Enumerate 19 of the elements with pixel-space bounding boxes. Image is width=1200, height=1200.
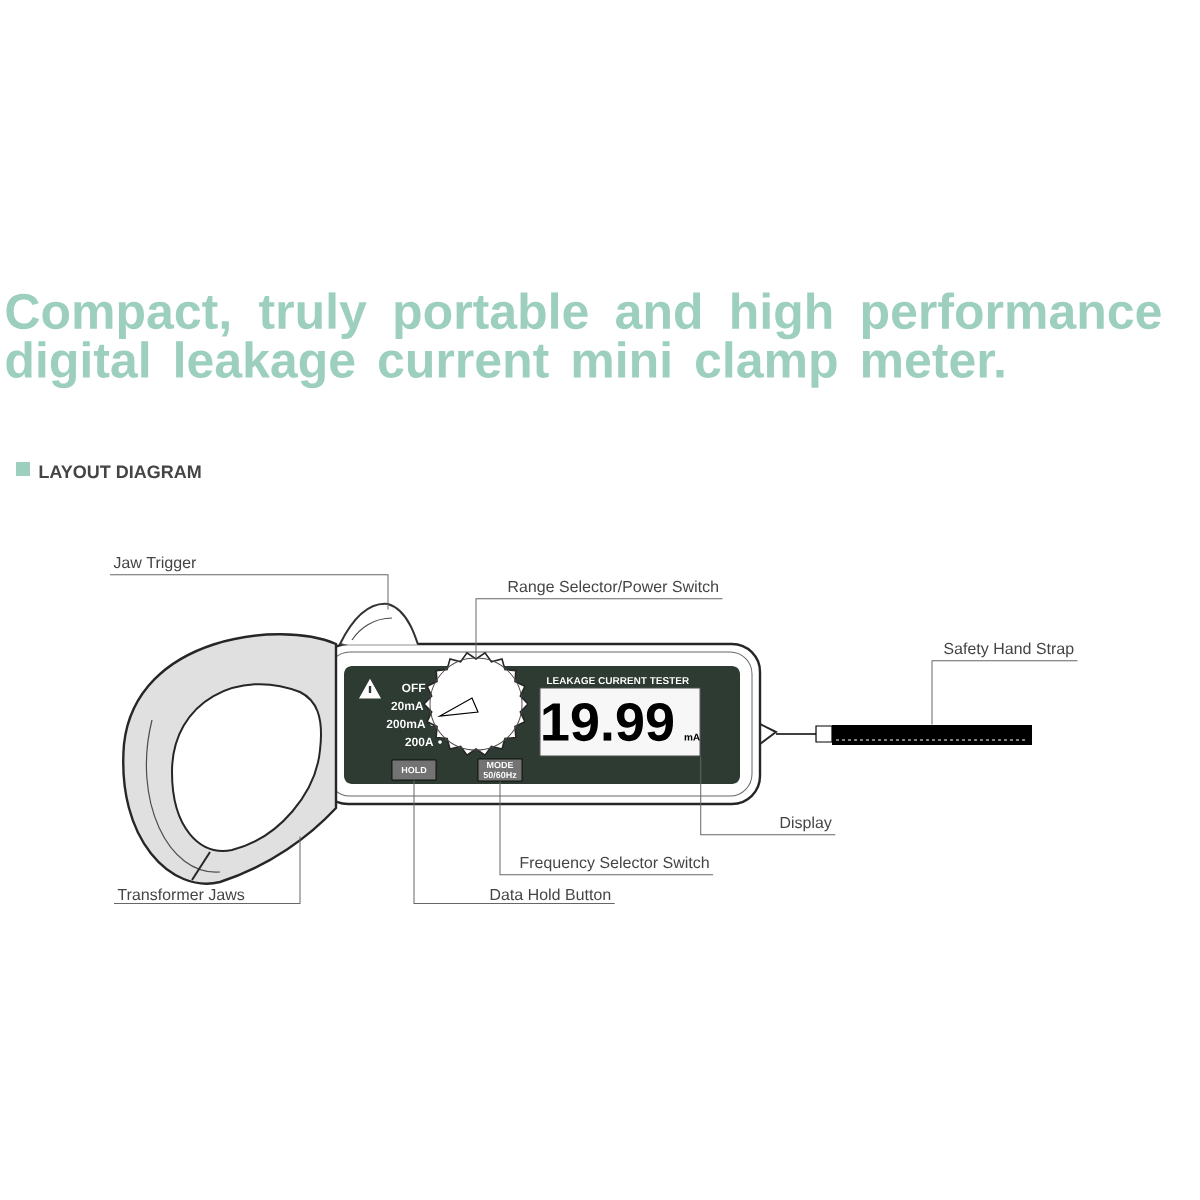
part-label: Frequency Selector Switch xyxy=(520,856,709,872)
leader-line xyxy=(109,574,389,611)
leader-line xyxy=(113,835,301,905)
leader-line xyxy=(413,779,616,905)
part-label: Data Hold Button xyxy=(490,888,611,901)
hand-strap xyxy=(832,725,1032,745)
part-label: Transformer Jaws xyxy=(117,888,245,901)
clamp-jaw-drawing xyxy=(122,633,338,885)
jaw-trigger-drawing xyxy=(339,602,425,645)
leader-line xyxy=(931,660,1079,726)
part-label: Display xyxy=(780,816,832,832)
part-label: Jaw Trigger xyxy=(113,556,197,572)
leader-line xyxy=(700,756,836,836)
leader-line xyxy=(499,780,714,876)
part-label: Range Selector/Power Switch xyxy=(508,580,718,596)
leader-line xyxy=(475,598,723,658)
part-label: Safety Hand Strap xyxy=(944,642,1074,658)
heading: Compact, truly portable and high performance digital leakage current mini clamp meter. xyxy=(6,292,1161,389)
section-heading: LAYOUT DIAGRAM xyxy=(39,465,201,479)
